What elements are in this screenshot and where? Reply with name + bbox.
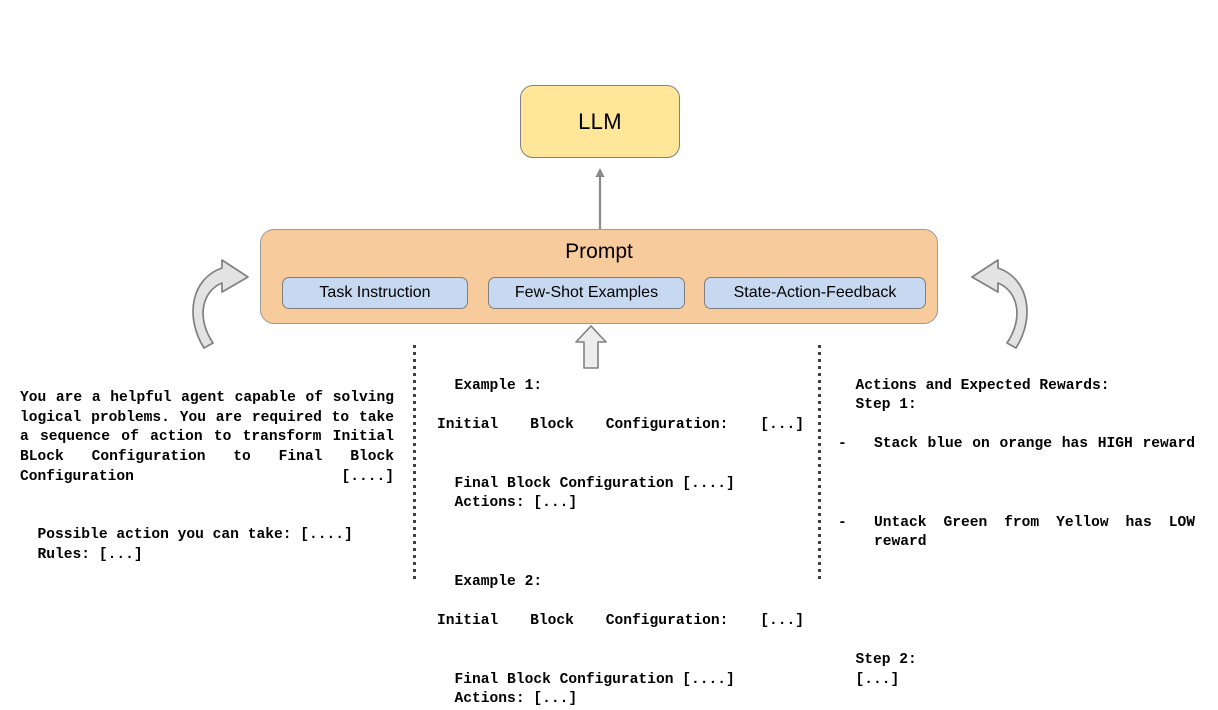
llm-label: LLM	[578, 108, 622, 134]
prompt-title: Prompt	[565, 240, 633, 263]
llm-box: LLM	[520, 85, 680, 158]
example1-actions: Actions: [...]	[454, 495, 578, 512]
example2-initial-config: Initial Block Configuration: [...]	[437, 612, 804, 629]
chip-state-action-feedback-label: State-Action-Feedback	[733, 284, 897, 301]
column-divider-right	[818, 345, 821, 579]
rewards-header: Actions and Expected Rewards:	[855, 377, 1110, 394]
examples-to-prompt-block-arrow-icon	[575, 325, 607, 369]
task-instruction-paragraph: You are a helpful agent capable of solvi…	[20, 390, 403, 485]
chip-few-shot-examples-label: Few-Shot Examples	[514, 284, 659, 301]
example2-final-config: Final Block Configuration [....]	[454, 671, 735, 688]
prompt-to-llm-arrow	[595, 168, 605, 230]
bullet-dash-icon: -	[838, 436, 847, 453]
prompt-box: Prompt Task Instruction Few-Shot Example…	[260, 229, 938, 324]
step1-bullet-1-text: Stack blue on orange has HIGH reward	[874, 436, 1195, 453]
example1-final-config: Final Block Configuration [....]	[454, 475, 735, 492]
bullet-dash-icon: -	[838, 514, 847, 531]
step1-label: Step 1:	[855, 397, 917, 414]
chip-task-instruction-label: Task Instruction	[319, 284, 431, 301]
chip-state-action-feedback[interactable]: State-Action-Feedback	[704, 277, 926, 309]
feedback-loop-left-arrow-icon	[192, 259, 249, 349]
example2-actions: Actions: [...]	[454, 691, 578, 708]
step1-bullet-2: - Untack Green from Yellow has LOW rewar…	[838, 514, 1195, 573]
example1-initial-config: Initial Block Configuration: [...]	[437, 416, 804, 433]
step1-bullet-1: - Stack blue on orange has HIGH reward	[838, 435, 1195, 474]
state-action-spacer	[838, 612, 1195, 632]
few-shot-spacer	[437, 533, 804, 553]
example2-header: Example 2:	[454, 573, 543, 590]
task-instruction-text-column: You are a helpful agent capable of solvi…	[20, 350, 394, 566]
chip-task-instruction[interactable]: Task Instruction	[282, 277, 468, 309]
step1-bullet-2-text: Untack Green from Yellow has LOW reward	[874, 514, 1204, 551]
step2-label: Step 2:	[855, 651, 917, 668]
task-instruction-rules: Rules: [...]	[37, 546, 143, 563]
few-shot-examples-text-column: Example 1: Initial Block Configuration: …	[437, 357, 804, 710]
feedback-loop-right-arrow-icon	[971, 259, 1028, 349]
column-divider-left	[413, 345, 416, 579]
chip-few-shot-examples[interactable]: Few-Shot Examples	[488, 277, 685, 309]
step2-body: [...]	[855, 671, 900, 688]
state-action-feedback-text-column: Actions and Expected Rewards: Step 1: - …	[838, 357, 1195, 690]
example1-header: Example 1:	[454, 377, 543, 394]
task-instruction-possible-action: Possible action you can take: [....]	[37, 527, 353, 544]
